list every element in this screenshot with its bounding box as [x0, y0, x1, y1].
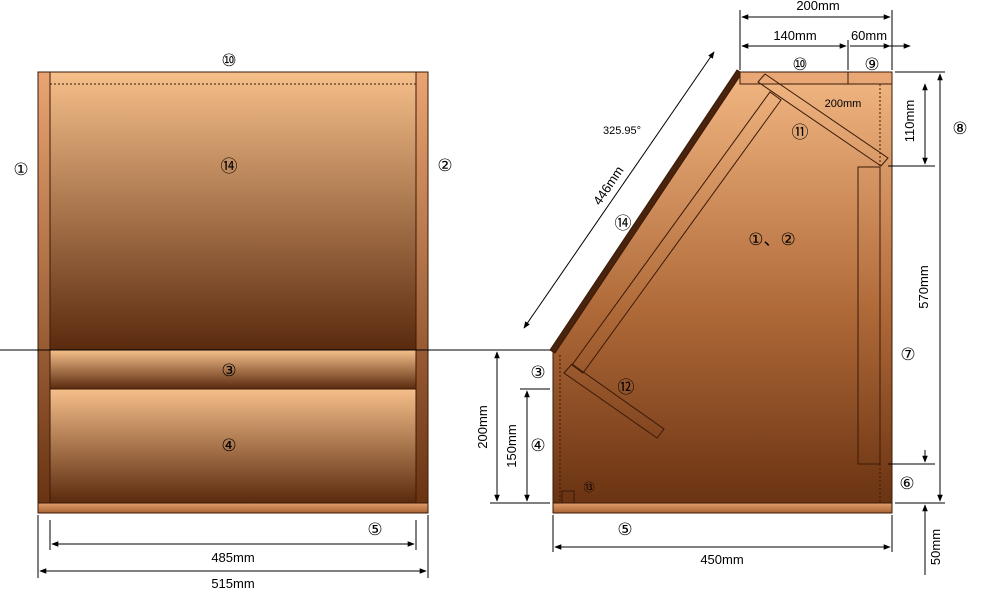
front-panel-4 — [49, 388, 417, 504]
side-label-back: ⑦ — [900, 345, 915, 364]
side-label-shelf: ⑫ — [618, 378, 635, 397]
side-dim-110: 110mm — [902, 100, 917, 142]
side-label-foot: ⑥ — [899, 474, 914, 493]
front-label-top: ⑩ — [221, 51, 236, 70]
side-label-top: ⑩ — [792, 55, 807, 74]
side-brace — [757, 73, 889, 167]
front-view: ⑩ ① ② ⑭ ③ ④ ⑤ 485mm 515mm — [0, 51, 500, 591]
side-angle: 325.95° — [603, 125, 641, 137]
side-label-brace: ⑪ — [792, 123, 809, 142]
side-label-front-b: ④ — [530, 436, 545, 455]
side-dim-450: 450mm — [700, 552, 743, 567]
side-dim-50: 50mm — [928, 529, 943, 565]
side-dim-brace: 200mm — [825, 98, 862, 110]
side-back-post — [857, 166, 881, 465]
side-label-front-a: ③ — [530, 363, 545, 382]
side-label-slope: ⑭ — [615, 214, 632, 233]
side-dim-slope: 446mm — [590, 163, 627, 207]
side-dim-570: 570mm — [916, 265, 931, 308]
side-shelf — [563, 363, 665, 439]
side-dim-slope-line — [523, 51, 715, 329]
front-label-left: ① — [13, 160, 28, 179]
side-top-cap — [739, 71, 893, 85]
front-label-drawer: ④ — [221, 436, 236, 455]
front-label-mid: ③ — [221, 361, 236, 380]
side-label-cap: ⑨ — [864, 55, 879, 74]
side-dim-200: 200mm — [475, 405, 490, 448]
side-label-height: ⑧ — [952, 119, 967, 138]
front-base — [37, 502, 429, 514]
front-dim-outer: 515mm — [211, 576, 254, 591]
side-dim-top-b: 60mm — [851, 28, 887, 43]
side-view: ⑩ ⑨ ⑧ 325.95° 446mm ⑭ 200mm ⑪ ①、② ⑦ ③ ④ … — [475, 0, 968, 575]
side-dim-top-a: 140mm — [773, 28, 816, 43]
front-label-back: ⑭ — [221, 157, 238, 176]
side-base — [552, 502, 893, 514]
side-label-base: ⑤ — [617, 520, 632, 539]
front-label-right: ② — [437, 156, 452, 175]
side-dim-150: 150mm — [504, 424, 519, 467]
side-label-small: ⑬ — [584, 481, 595, 494]
front-dim-inner: 485mm — [211, 550, 254, 565]
front-left-post — [37, 71, 51, 504]
side-label-sides: ①、② — [748, 230, 795, 249]
front-back-panel — [49, 71, 417, 351]
side-dim-top-total: 200mm — [796, 0, 839, 13]
front-label-base: ⑤ — [367, 520, 382, 539]
front-right-post — [415, 71, 429, 504]
